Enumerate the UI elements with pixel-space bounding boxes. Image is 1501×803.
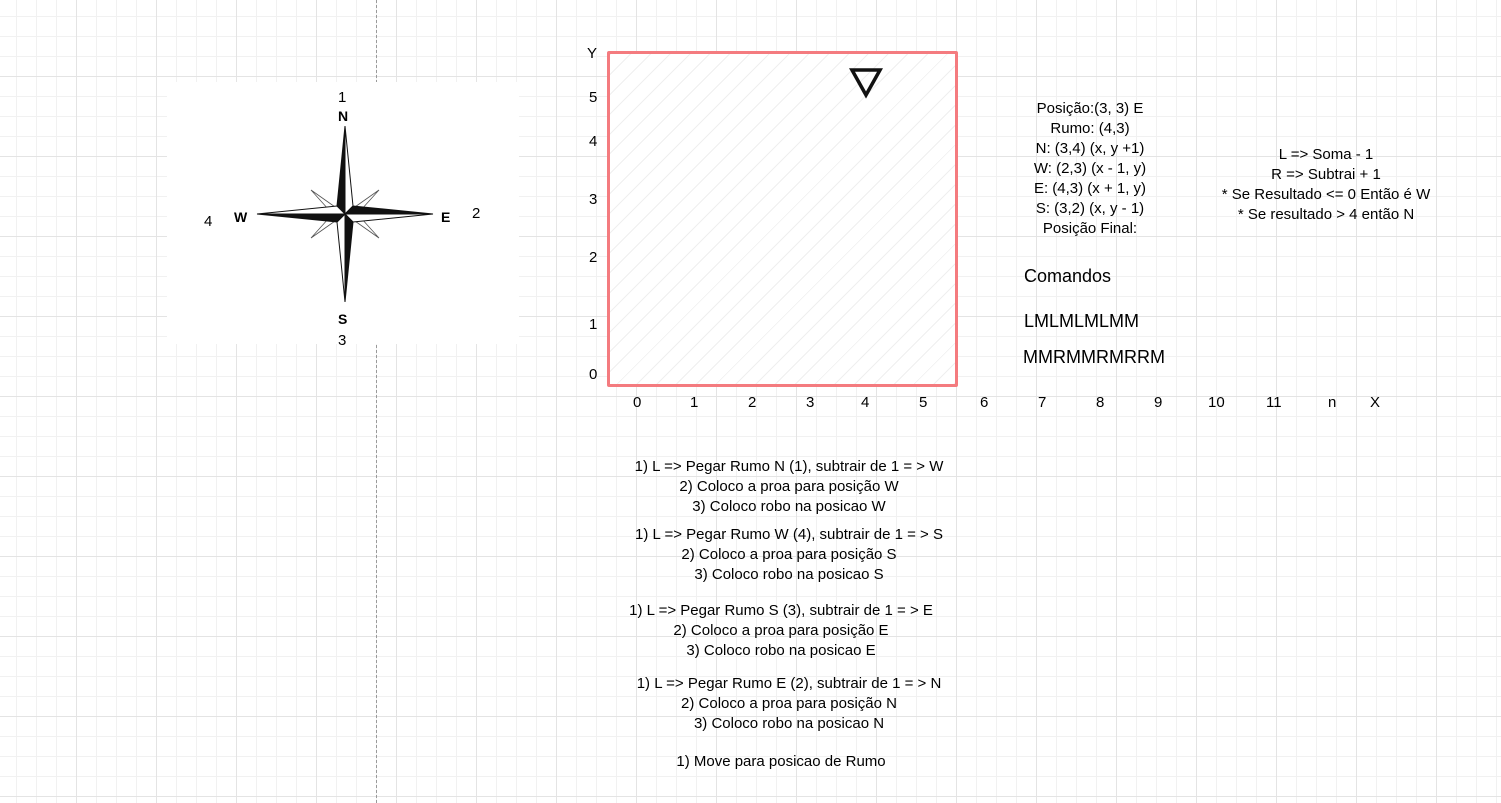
east-label: E (441, 209, 451, 225)
x-tick: 2 (748, 394, 757, 411)
info-line: E: (4,3) (x + 1, y) (1033, 180, 1147, 197)
south-number: 3 (338, 332, 347, 349)
x-tick: 3 (806, 394, 815, 411)
y-tick: 2 (589, 249, 598, 266)
x-tick: 8 (1096, 394, 1105, 411)
x-tick: 0 (633, 394, 642, 411)
step-line: 3) Coloco robo na posicao S (694, 566, 884, 583)
step-line: 3) Coloco robo na posicao N (693, 715, 885, 732)
rotation-rules: L => Soma - 1 R => Subtrai + 1 * Se Resu… (1196, 145, 1456, 225)
x-tick: 7 (1038, 394, 1047, 411)
step-line: 3) Coloco robo na posicao W (692, 498, 886, 515)
x-tick: 9 (1154, 394, 1163, 411)
info-line: Rumo: (4,3) (1050, 120, 1130, 137)
canvas-divider (376, 0, 377, 803)
step-line: 2) Coloco a proa para posição W (679, 478, 899, 495)
command-sequence: LMLMLMLMM (1024, 311, 1140, 331)
x-tick: 4 (861, 394, 870, 411)
step-line: 1) Move para posicao de Rumo (676, 753, 886, 770)
x-tick: 1 (690, 394, 699, 411)
y-tick: 0 (589, 366, 598, 383)
step-line: 2) Coloco a proa para posição N (681, 695, 897, 712)
step-block: 1) Move para posicao de Rumo (581, 752, 981, 772)
info-line: S: (3,2) (x, y - 1) (1035, 200, 1145, 217)
rule-line: R => Subtrai + 1 (1271, 166, 1381, 183)
y-tick: 1 (589, 316, 598, 333)
step-line: 3) Coloco robo na posicao E (686, 642, 876, 659)
command-sequence: MMRMMRMRRM (1023, 347, 1165, 367)
robot-icon (849, 68, 883, 99)
rule-line: L => Soma - 1 (1278, 146, 1374, 163)
step-line: 2) Coloco a proa para posição S (681, 546, 897, 563)
east-number: 2 (472, 205, 481, 222)
step-line: 1) L => Pegar Rumo N (1), subtrair de 1 … (634, 458, 944, 475)
step-line: 1) L => Pegar Rumo E (2), subtrair de 1 … (636, 675, 942, 692)
compass-rose-graphic (256, 125, 434, 303)
info-line: W: (2,3) (x - 1, y) (1033, 160, 1147, 177)
info-line: Posição Final: (1042, 220, 1138, 237)
x-tick: n (1328, 394, 1337, 411)
x-tick: 11 (1266, 394, 1282, 411)
step-line: 1) L => Pegar Rumo W (4), subtrair de 1 … (635, 526, 943, 543)
north-label: N (338, 108, 349, 124)
info-line: Posição:(3, 3) E (1036, 100, 1144, 117)
info-line: N: (3,4) (x, y +1) (1035, 140, 1145, 157)
north-number: 1 (338, 89, 347, 106)
y-tick: 3 (589, 191, 598, 208)
step-block: 1) L => Pegar Rumo W (4), subtrair de 1 … (589, 525, 989, 585)
commands-title: Comandos (1024, 266, 1112, 286)
step-block: 1) L => Pegar Rumo N (1), subtrair de 1 … (589, 457, 989, 517)
west-label: W (234, 209, 248, 225)
rule-line: * Se Resultado <= 0 Então é W (1221, 186, 1431, 203)
y-tick: 5 (589, 89, 598, 106)
step-line: 1) L => Pegar Rumo S (3), subtrair de 1 … (629, 602, 933, 619)
west-number: 4 (204, 213, 213, 230)
step-block: 1) L => Pegar Rumo E (2), subtrair de 1 … (589, 674, 989, 734)
robot-grid (607, 51, 958, 387)
position-info: Posição:(3, 3) E Rumo: (4,3) N: (3,4) (x… (1010, 99, 1170, 239)
x-axis-title: X (1370, 394, 1381, 411)
step-block: 1) L => Pegar Rumo S (3), subtrair de 1 … (581, 601, 981, 661)
step-line: 2) Coloco a proa para posição E (673, 622, 889, 639)
south-label: S (338, 311, 348, 327)
y-axis-title: Y (587, 45, 598, 62)
x-tick: 10 (1208, 394, 1225, 411)
y-tick: 4 (589, 133, 598, 150)
rule-line: * Se resultado > 4 então N (1237, 206, 1415, 223)
compass-rose: N E S W (167, 82, 519, 344)
x-tick: 5 (919, 394, 928, 411)
x-tick: 6 (980, 394, 989, 411)
